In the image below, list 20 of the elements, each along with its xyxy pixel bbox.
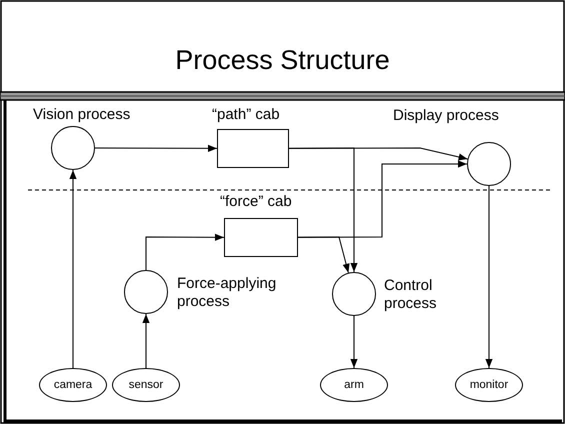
process-label: Force-applying process <box>177 275 278 311</box>
slide-title: Process Structure <box>174 44 391 76</box>
cab-label: “path” cab <box>212 106 280 124</box>
cab-label: “force” cab <box>220 193 292 211</box>
arrow <box>298 236 350 274</box>
device-label: monitor <box>470 378 508 392</box>
process-label: Display process <box>393 107 499 125</box>
arrow <box>288 148 358 272</box>
arrow <box>94 144 218 152</box>
arrow <box>350 316 358 368</box>
arrow <box>298 160 468 238</box>
arrow <box>485 186 493 368</box>
arrow <box>69 170 77 368</box>
process-label: Vision process <box>33 106 130 124</box>
arrow <box>142 314 150 368</box>
process-label: Control process <box>384 277 438 313</box>
device-label: camera <box>54 378 92 392</box>
arrow <box>146 234 224 270</box>
device-label: arm <box>344 378 364 392</box>
device-label: sensor <box>128 378 164 392</box>
